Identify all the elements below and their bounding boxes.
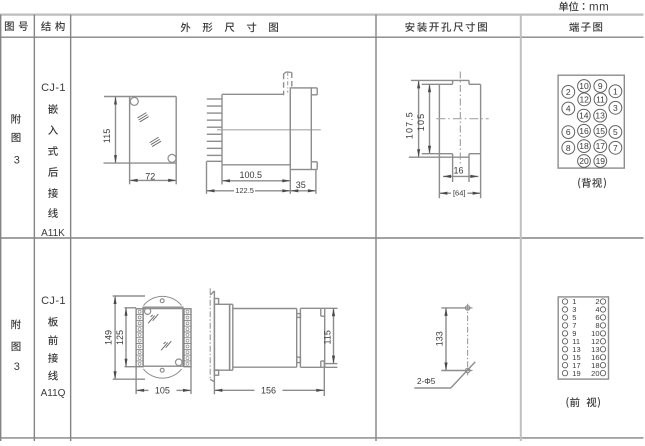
svg-text:2: 2 <box>595 297 599 306</box>
svg-text:6: 6 <box>595 313 599 322</box>
svg-text:35: 35 <box>296 180 306 190</box>
svg-text:122.5: 122.5 <box>235 186 254 195</box>
svg-text:133: 133 <box>435 331 445 346</box>
svg-text:12: 12 <box>579 95 589 105</box>
svg-text:115: 115 <box>102 129 112 143</box>
svg-text:100.5: 100.5 <box>240 170 263 180</box>
svg-text:4: 4 <box>595 305 599 314</box>
svg-text:7: 7 <box>572 321 576 330</box>
svg-text:8: 8 <box>595 321 599 330</box>
svg-text:12: 12 <box>591 337 599 346</box>
svg-text:9: 9 <box>572 329 576 338</box>
svg-text:149: 149 <box>103 330 113 345</box>
svg-text:3: 3 <box>14 361 20 373</box>
svg-text:3: 3 <box>14 155 20 167</box>
svg-text:17: 17 <box>572 361 580 370</box>
svg-text:CJ-1: CJ-1 <box>41 295 66 307</box>
svg-text:13: 13 <box>572 345 580 354</box>
svg-text:9: 9 <box>598 81 603 91</box>
svg-text:105: 105 <box>155 385 170 395</box>
svg-text:mm: mm <box>589 1 609 13</box>
svg-text:14: 14 <box>579 111 589 121</box>
svg-text:2-Φ5: 2-Φ5 <box>417 377 436 386</box>
svg-text:A11K: A11K <box>41 228 65 239</box>
svg-text:11: 11 <box>596 95 605 105</box>
svg-text:A11Q: A11Q <box>41 388 66 399</box>
svg-text:15: 15 <box>596 126 606 136</box>
svg-text:11: 11 <box>572 337 580 346</box>
svg-text:19: 19 <box>572 369 580 378</box>
svg-text:7: 7 <box>613 143 618 153</box>
svg-text:115: 115 <box>323 330 333 344</box>
svg-text:107.5: 107.5 <box>404 111 414 139</box>
svg-text:1: 1 <box>613 86 618 96</box>
svg-text:16: 16 <box>453 166 463 176</box>
svg-text:19: 19 <box>596 156 606 166</box>
svg-text:20: 20 <box>579 156 589 166</box>
svg-text:10: 10 <box>579 81 589 91</box>
svg-text:18: 18 <box>591 361 599 370</box>
svg-text:20: 20 <box>591 369 599 378</box>
svg-text:16: 16 <box>591 353 599 362</box>
svg-text:6: 6 <box>566 127 571 137</box>
svg-text:4: 4 <box>566 104 571 114</box>
svg-text:3: 3 <box>572 305 576 314</box>
svg-text:8: 8 <box>566 143 571 153</box>
svg-text:3: 3 <box>613 103 618 113</box>
svg-text:125: 125 <box>115 330 125 345</box>
svg-text:13: 13 <box>591 345 599 354</box>
svg-text:2: 2 <box>566 87 571 97</box>
svg-text:18: 18 <box>579 141 589 151</box>
svg-text:5: 5 <box>613 127 618 137</box>
svg-text:10: 10 <box>591 329 599 338</box>
svg-text:5: 5 <box>572 313 576 322</box>
svg-text:CJ-1: CJ-1 <box>41 82 66 94</box>
svg-text:17: 17 <box>596 141 606 151</box>
svg-text:16: 16 <box>579 126 589 136</box>
svg-text:15: 15 <box>572 353 580 362</box>
svg-text:72: 72 <box>145 172 155 182</box>
svg-text:105: 105 <box>416 113 426 132</box>
svg-text:[64]: [64] <box>453 189 466 198</box>
svg-text:1: 1 <box>572 297 576 306</box>
svg-text:156: 156 <box>261 385 276 395</box>
svg-text:13: 13 <box>595 111 605 121</box>
